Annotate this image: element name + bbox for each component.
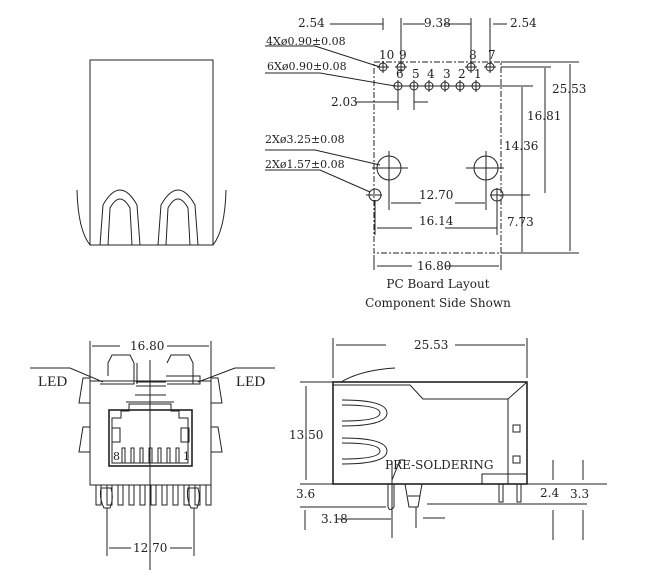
- side-pin-length: 3.6: [296, 487, 315, 501]
- dim-14-36: 14.36: [504, 139, 538, 153]
- pin-1-label: 1: [183, 450, 190, 463]
- pin-label: 3: [443, 67, 451, 81]
- pcb-layout-view: 2.54 9.38 2.54 4Xø0.90±0.08 6Xø0.90±0.08…: [265, 16, 586, 310]
- pre-soldering-label: PRE-SOLDERING: [385, 458, 493, 472]
- side-view: 25.53 13.50 3.6 3.18 PRE-SOLDERING 2.4 3…: [289, 338, 607, 540]
- pin-label: 5: [412, 67, 420, 81]
- pin-label: 4: [427, 67, 435, 81]
- side-offset: 3.18: [321, 512, 348, 526]
- pin-label: 2: [458, 67, 466, 81]
- dim-hole4: 4Xø0.90±0.08: [266, 35, 346, 48]
- front-pin-span: 12.70: [133, 541, 167, 555]
- pin-label: 9: [399, 48, 407, 62]
- dim-16-81: 16.81: [527, 109, 561, 123]
- dim-25-53: 25.53: [552, 82, 586, 96]
- pin-8-label: 8: [113, 450, 120, 463]
- pcb-caption-2: Component Side Shown: [365, 296, 511, 310]
- dim-3-3: 3.3: [570, 487, 589, 501]
- pin-label: 1: [474, 67, 482, 81]
- dim-2-4: 2.4: [540, 486, 559, 500]
- led-label-right: LED: [236, 374, 265, 390]
- dim-16-80: 16.80: [417, 259, 451, 273]
- dim-mount-big: 2Xø3.25±0.08: [265, 133, 345, 146]
- side-length: 25.53: [414, 338, 448, 352]
- dim-2-03: 2.03: [331, 95, 358, 109]
- front-width: 16.80: [130, 339, 164, 353]
- pin-label: 7: [488, 48, 496, 62]
- dim-hole6: 6Xø0.90±0.08: [267, 60, 347, 73]
- dim-2-54-left: 2.54: [298, 16, 325, 30]
- dim-12-70: 12.70: [419, 188, 453, 202]
- pcb-caption-1: PC Board Layout: [386, 277, 489, 291]
- led-label-left: LED: [38, 374, 67, 390]
- dim-9-38: 9.38: [424, 16, 451, 30]
- dim-2-54-right: 2.54: [510, 16, 537, 30]
- dim-mount-small: 2Xø1.57±0.08: [265, 158, 345, 171]
- pin-label: 6: [396, 67, 404, 81]
- dim-7-73: 7.73: [507, 215, 534, 229]
- pin-label: 8: [469, 48, 477, 62]
- top-view: [76, 59, 227, 246]
- dim-16-14: 16.14: [419, 214, 454, 228]
- pin-label: 10: [379, 48, 394, 62]
- front-view: 16.80 12.70 LED LED 8 1: [30, 339, 275, 570]
- side-height: 13.50: [289, 428, 323, 442]
